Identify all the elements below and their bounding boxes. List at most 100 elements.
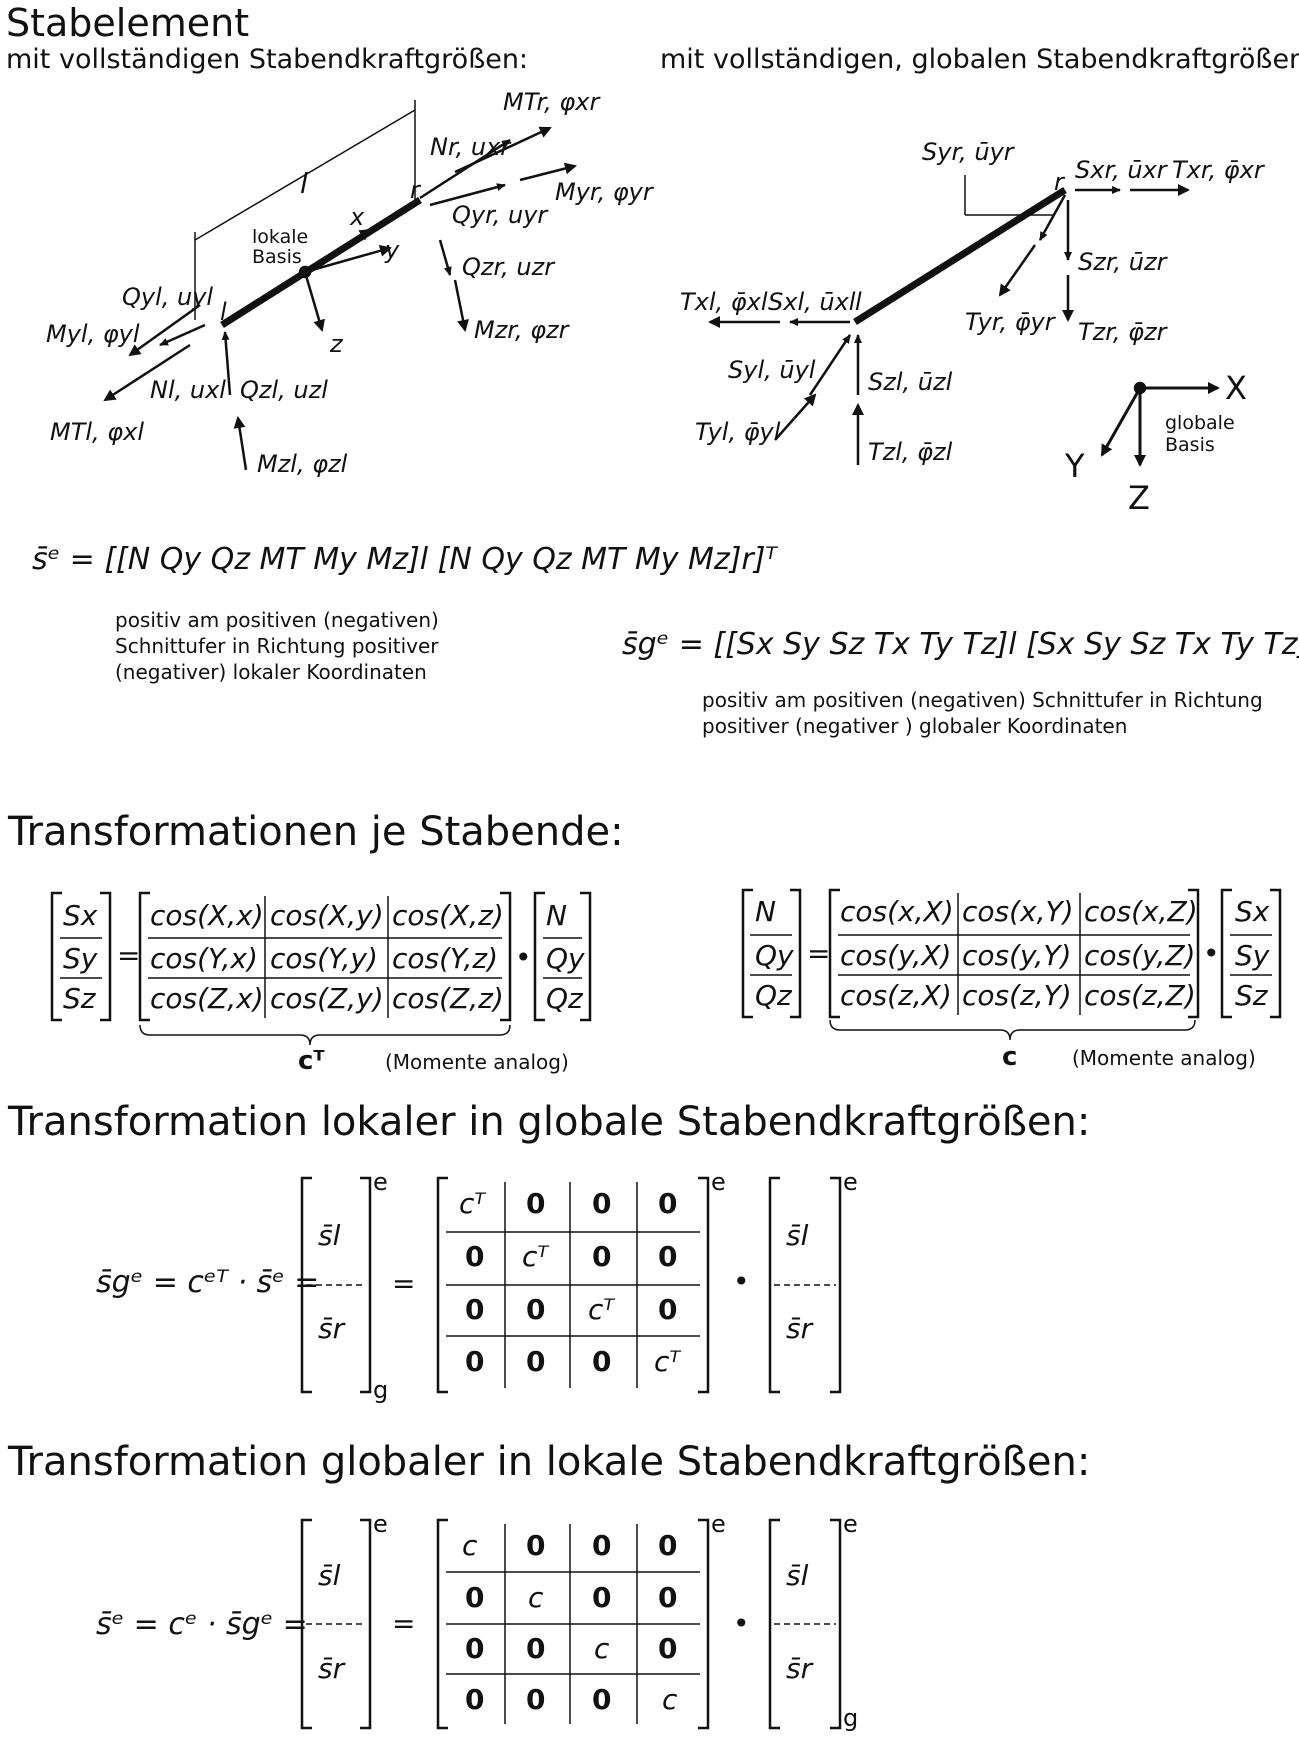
global-Y-label: Y xyxy=(1065,447,1085,485)
global-beam xyxy=(853,187,1067,325)
l2g-r0c1: 0 xyxy=(526,1187,546,1220)
c-note: (Momente analog) xyxy=(1072,1046,1256,1070)
label-Myr: Myr, φyr xyxy=(555,178,653,206)
glob2loc-vec1-top: s̄l xyxy=(318,1559,341,1592)
l2g-r1c1: cᵀ xyxy=(522,1240,549,1273)
ct-r2c0: cos(Z,x) xyxy=(150,982,264,1015)
label-Sxl: Sxl, ūxl xyxy=(768,288,856,316)
label-Qyr: Qyr, uyr xyxy=(452,201,548,229)
note-local-3: (negativer) lokaler Koordinaten xyxy=(115,660,427,684)
label-Qzl: Qzl, uzl xyxy=(240,376,328,404)
label-Qzr: Qzr, uzr xyxy=(462,253,555,281)
l2g-r3c2: 0 xyxy=(592,1345,612,1378)
ct-r2c2: cos(Z,z) xyxy=(392,982,504,1015)
c-r0c1: cos(x,Y) xyxy=(962,895,1074,928)
glob2loc-vec2-bot: s̄r xyxy=(786,1652,813,1685)
label-Sxr: Sxr, ūxr xyxy=(1075,156,1167,184)
glob2loc-vec2-sup: e xyxy=(843,1510,858,1538)
c-r1c1: cos(y,Y) xyxy=(962,939,1072,972)
c-r0c2: cos(x,Z) xyxy=(1084,895,1198,928)
label-Tyl: Tyl, φ̄yl xyxy=(695,418,781,446)
section-loc2glob: Transformation lokaler in globale Staben… xyxy=(8,1099,1091,1145)
loc2glob-block-sup: e xyxy=(711,1168,726,1196)
ct-r1c2: cos(Y,z) xyxy=(392,942,499,975)
g2l-r3c3: c xyxy=(662,1683,678,1716)
c-rhs-2: Sz xyxy=(1235,979,1268,1012)
note-global-2: positiver (negativer ) globaler Koordina… xyxy=(702,714,1128,738)
note-local-2: Schnittufer in Richtung positiver xyxy=(115,634,439,658)
l2g-r2c1: 0 xyxy=(526,1293,546,1326)
glob2loc-vec1-bot: s̄r xyxy=(318,1652,345,1685)
ct-rhs-0: N xyxy=(546,899,567,932)
c-rhs-1: Sy xyxy=(1235,939,1270,972)
axis-z-label: z xyxy=(330,330,343,358)
loc2glob-equals: = xyxy=(392,1267,416,1300)
g2l-r1c1: c xyxy=(528,1581,544,1614)
g2l-r2c2: c xyxy=(594,1632,610,1665)
loc2glob-vec1-sub: g xyxy=(373,1376,389,1404)
c-r0c0: cos(x,X) xyxy=(840,895,954,928)
c-dot: • xyxy=(1203,937,1220,970)
ct-lhs-2: Sz xyxy=(63,982,96,1015)
loc2glob-vec1-bot: s̄r xyxy=(318,1312,345,1345)
label-Mzl: Mzl, φzl xyxy=(257,450,348,478)
glob2loc-dot: • xyxy=(733,1607,750,1640)
axis-y-label: y xyxy=(385,236,400,264)
l2g-r0c2: 0 xyxy=(592,1187,612,1220)
c-label: c xyxy=(1002,1042,1018,1072)
label-Nr: Nr, uxr xyxy=(430,133,511,161)
glob2loc-vec1-sup: e xyxy=(373,1510,388,1538)
label-Qyl: Qyl, uyl xyxy=(122,283,214,311)
node-l-label: l xyxy=(220,298,227,326)
note-global-1: positiv am positiven (negativen) Schnitt… xyxy=(702,688,1263,712)
c-equals: = xyxy=(807,937,831,970)
eq-local-vector: s̄ᵉ = [[N Qy Qz MT My Mz]l [N Qy Qz MT M… xyxy=(32,542,777,577)
label-Mzr: Mzr, φzr xyxy=(474,316,569,344)
section-glob2loc: Transformation globaler in lokale Staben… xyxy=(8,1439,1091,1485)
ct-lhs-1: Sy xyxy=(63,942,98,975)
ct-lhs-0: Sx xyxy=(63,899,98,932)
label-Syl: Syl, ūyl xyxy=(728,356,816,384)
l2g-r2c3: 0 xyxy=(658,1293,678,1326)
section-transform: Transformationen je Stabende: xyxy=(8,809,624,855)
label-MTl: MTl, φxl xyxy=(50,418,144,446)
loc2glob-vec2-sup: e xyxy=(843,1168,858,1196)
local-basis-label-1: lokale xyxy=(252,226,309,248)
c-r2c2: cos(z,Z) xyxy=(1084,979,1196,1012)
node-r-label: r xyxy=(410,176,420,204)
local-basis-label-2: Basis xyxy=(252,246,302,268)
label-Tyr: Tyr, φ̄yr xyxy=(965,308,1055,336)
l2g-r3c3: cᵀ xyxy=(654,1345,681,1378)
c-lhs-1: Qy xyxy=(755,939,794,972)
glob2loc-equals: = xyxy=(392,1607,416,1640)
eq-global-vector: s̄gᵉ = [[Sx Sy Sz Tx Ty Tz]l [Sx Sy Sz T… xyxy=(622,627,1299,662)
label-Tzr: Tzr, φ̄zr xyxy=(1078,318,1167,346)
l2g-r0c0: cᵀ xyxy=(459,1187,486,1220)
loc2glob-vec2-bot: s̄r xyxy=(786,1312,813,1345)
glob2loc-block-sup: e xyxy=(711,1510,726,1538)
label-Szr: Szr, ūzr xyxy=(1078,248,1167,276)
c-rhs-0: Sx xyxy=(1235,895,1270,928)
l2g-r2c2: cᵀ xyxy=(588,1293,615,1326)
c-lhs-2: Qz xyxy=(755,979,792,1012)
c-r1c2: cos(y,Z) xyxy=(1084,939,1196,972)
g2l-r1c3: 0 xyxy=(658,1581,678,1614)
right-subtitle: mit vollständigen, globalen Stabendkraft… xyxy=(660,44,1299,75)
ct-r0c0: cos(X,x) xyxy=(150,899,264,932)
glob2loc-vec2-sub: g xyxy=(843,1704,859,1732)
l2g-r1c0: 0 xyxy=(465,1240,485,1273)
l2g-r0c3: 0 xyxy=(658,1187,678,1220)
glob2loc-lhs: s̄ᵉ = cᵉ · s̄gᵉ = xyxy=(96,1607,308,1642)
g2l-r3c2: 0 xyxy=(592,1683,612,1716)
global-basis-label-1: globale xyxy=(1165,412,1235,434)
ct-equals: = xyxy=(117,939,141,972)
label-Nl: Nl, uxl xyxy=(150,376,226,404)
loc2glob-vec2-top: s̄l xyxy=(786,1219,809,1252)
loc2glob-lhs: s̄gᵉ = cᵉᵀ · s̄ᵉ = xyxy=(96,1265,320,1300)
loc2glob-dot: • xyxy=(733,1265,750,1298)
ct-r2c1: cos(Z,y) xyxy=(270,982,384,1015)
l2g-r2c0: 0 xyxy=(465,1293,485,1326)
node-r-global: r xyxy=(1054,168,1064,196)
c-r1c0: cos(y,X) xyxy=(840,939,952,972)
